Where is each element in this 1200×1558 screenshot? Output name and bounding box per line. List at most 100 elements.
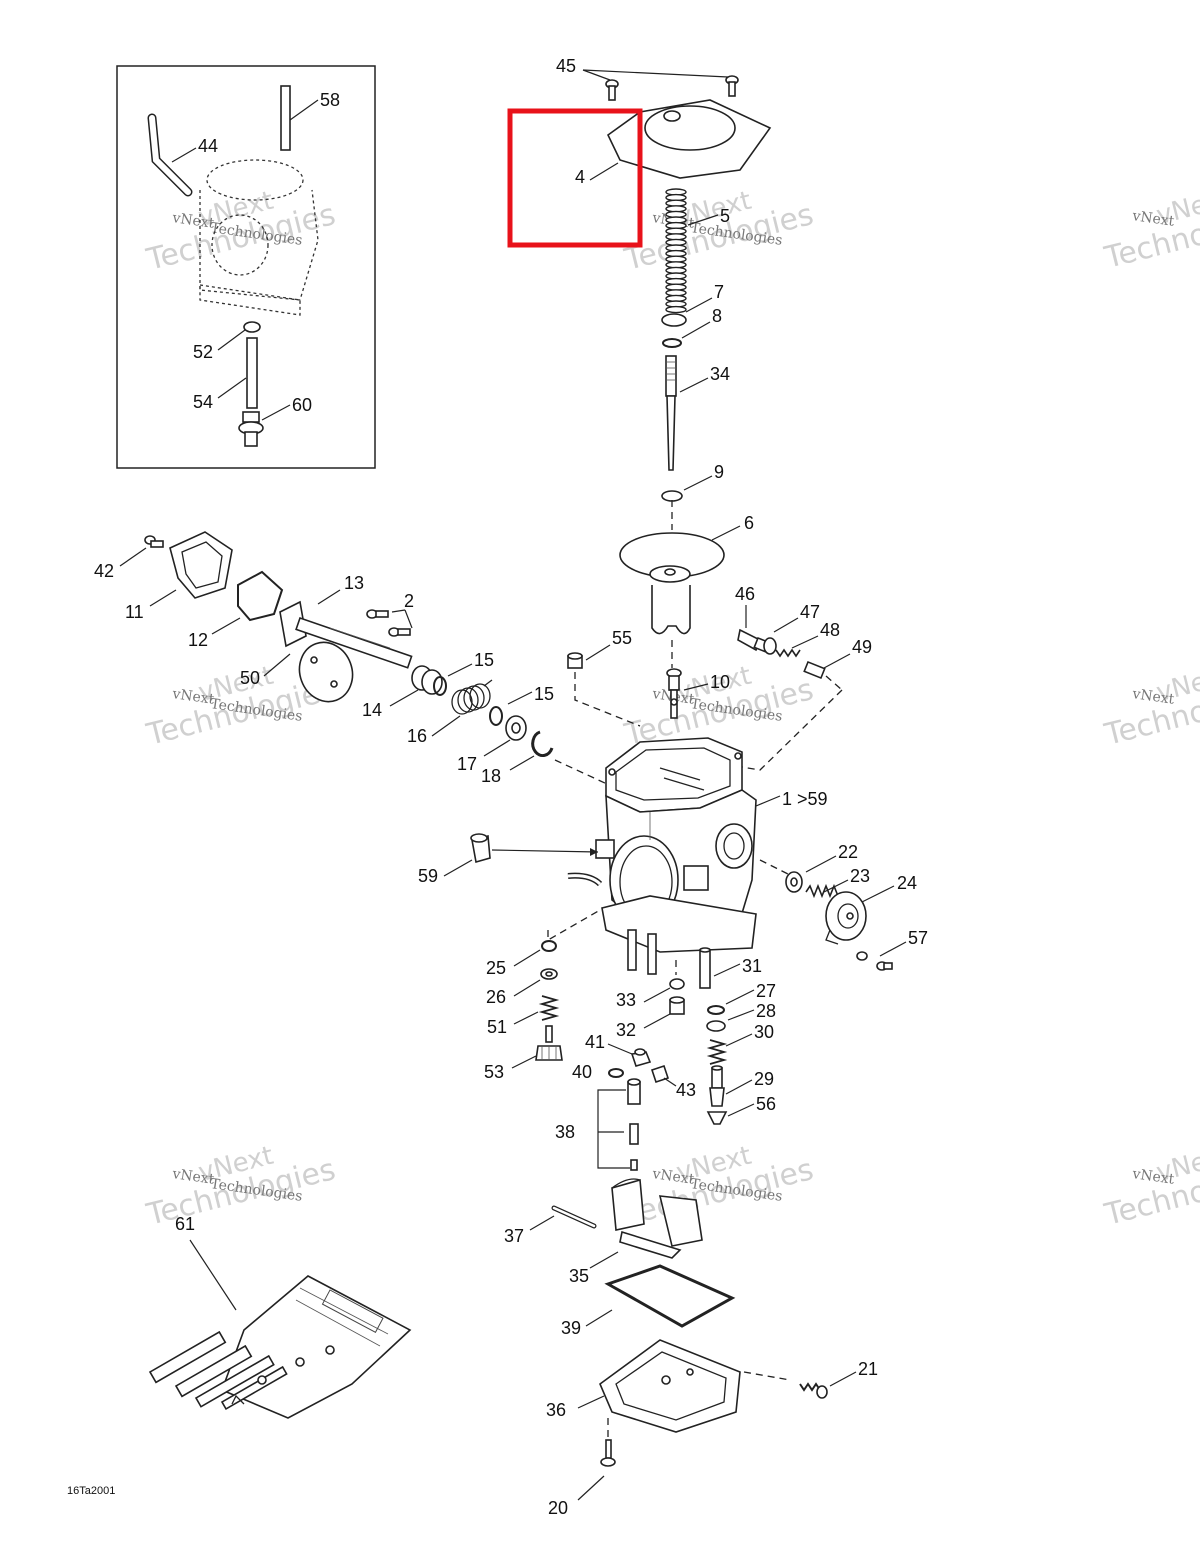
part-45-screw-left[interactable] [605,79,619,101]
part-39-bowl-gasket[interactable] [604,1264,736,1328]
part-10-adjust-screw[interactable] [666,668,682,719]
callout-49: 49 [852,637,872,657]
callout-60: 60 [292,395,312,415]
callout-11: 11 [125,602,144,622]
watermark-small: vNext [1130,686,1175,708]
part-16-return-spring[interactable] [451,679,493,715]
part-55-cap[interactable] [567,652,583,669]
part-11-cover[interactable] [169,531,233,599]
part-14-seal[interactable] [411,665,443,695]
part-52-oring[interactable] [243,321,261,333]
part-51-spring[interactable] [538,995,560,1021]
callout-50: 50 [240,668,260,688]
inset-panel: 58 44 52 54 60 [116,65,376,469]
part-53-pilot-screw[interactable] [535,1025,563,1061]
callout-51: 51 [487,1017,507,1037]
callout-53: 53 [484,1062,504,1082]
part-26-washer[interactable] [540,968,558,980]
part-34-jet-needle[interactable] [665,355,677,471]
part-18-circlip[interactable] [531,730,554,758]
part-33-washer[interactable] [669,978,685,990]
part-5-spring[interactable] [665,188,687,314]
callout-52: 52 [193,342,213,362]
part-9-washer[interactable] [661,490,683,502]
drawing-code: 16Ta2001 [67,1485,115,1497]
part-12-gasket[interactable] [237,570,284,622]
part-38-main-jet-set[interactable] [627,1078,641,1171]
callout-40: 40 [572,1062,592,1082]
float-bowl-group: 37 35 39 36 21 [504,1178,878,1518]
part-2-screws[interactable] [366,609,411,637]
part-27-oring[interactable] [707,1005,725,1015]
part-21-drain-screw[interactable] [799,1382,828,1399]
throttle-shaft-group: 42 11 12 13 2 50 [94,531,621,791]
part-13-throttle-shaft[interactable] [279,600,413,669]
part-60-fitting[interactable] [238,411,264,447]
part-20-bowl-screw[interactable] [600,1439,616,1467]
part-15-washer-a[interactable] [433,676,447,696]
part-56-valve-seat[interactable] [706,1111,728,1125]
callout-44: 44 [198,136,218,156]
part-22-gasket[interactable] [785,871,803,893]
callout-15a: 15 [474,650,494,670]
callout-54: 54 [193,392,213,412]
callout-56: 56 [756,1094,776,1114]
callout-15b: 15 [534,684,554,704]
watermark-small: vNext [650,1166,695,1188]
part-29-needle-valve[interactable] [709,1065,725,1107]
callout-55: 55 [612,628,632,648]
callout-13: 13 [344,573,364,593]
part-54-rod[interactable] [246,337,258,409]
right-side-parts: 22 23 24 57 [759,842,928,971]
callout-20: 20 [548,1498,568,1518]
part-45-screw-right[interactable] [725,75,739,97]
callout-34: 34 [710,364,730,384]
callout-5: 5 [720,206,730,226]
part-40-oring[interactable] [608,1068,624,1078]
watermark-small: vNext [170,1166,215,1188]
part-6-diaphragm-slide[interactable] [619,532,725,635]
callout-9: 9 [714,462,724,482]
part-28-washer[interactable] [706,1020,726,1032]
part-49-plunger-cap[interactable] [803,660,826,680]
watermarks: vNext Technologies vNext Technologies vN… [142,184,1200,1233]
part-4-cover[interactable] [606,99,772,179]
part-57-screws[interactable] [856,951,893,971]
part-58-tube[interactable] [280,85,291,151]
part-32-pilot-jet[interactable] [669,996,685,1015]
part-47-nut[interactable] [763,637,777,655]
watermark-small: vNext [1130,208,1175,230]
part-7-washer[interactable] [661,313,687,327]
part-41-nut[interactable] [630,1048,652,1067]
callout-41: 41 [585,1032,605,1052]
callout-61: 61 [175,1214,195,1234]
part-48-spring[interactable] [775,648,801,658]
part-36-float-bowl[interactable] [599,1339,741,1433]
callout-23: 23 [850,866,870,886]
part-35-float[interactable] [611,1178,703,1259]
callout-38: 38 [555,1122,575,1142]
callout-16: 16 [407,726,427,746]
callout-45: 45 [556,56,576,76]
part-42-screw[interactable] [144,535,164,548]
callout-27: 27 [756,981,776,1001]
part-59-plug[interactable] [470,833,491,864]
part-61-tool-kit[interactable] [148,1275,412,1419]
part-30-spring[interactable] [706,1039,728,1065]
part-1-carburetor-body[interactable] [567,737,757,975]
spring-coil [665,305,687,314]
callout-12: 12 [188,630,208,650]
callout-18: 18 [481,766,501,786]
jet-column: 33 32 31 27 28 30 29 [616,947,776,1125]
part-25-oring[interactable] [541,940,557,952]
part-24-cover[interactable] [825,891,867,945]
part-37-float-pin[interactable] [551,1205,597,1229]
callout-36: 36 [546,1400,566,1420]
watermark-small: vNext [170,686,215,708]
callout-17: 17 [457,754,477,774]
part-8-clip[interactable] [662,338,682,348]
part-31-needle-jet[interactable] [699,947,711,989]
callout-46: 46 [735,584,755,604]
part-15-washer-b[interactable] [489,706,503,726]
part-23-spring[interactable] [805,883,839,899]
